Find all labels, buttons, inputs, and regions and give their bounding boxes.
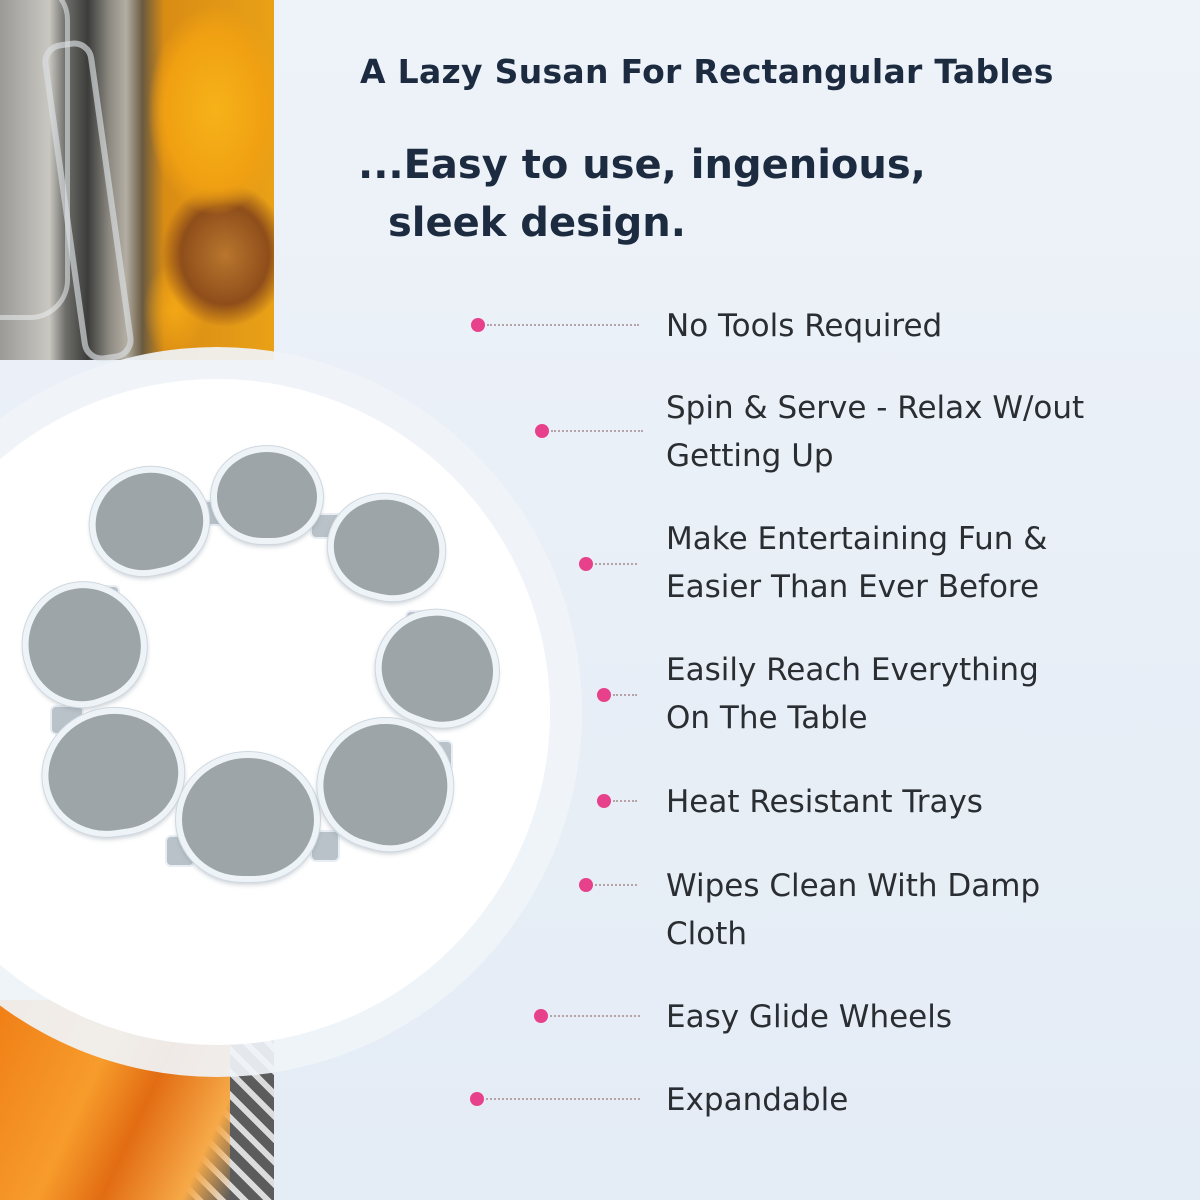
bullet-dot-icon — [534, 1009, 640, 1023]
subtitle-line-1: ...Easy to use, ingenious, — [358, 142, 926, 188]
feature-label: Wipes Clean With Damp Cloth — [666, 868, 1041, 952]
feature-label: Heat Resistant Trays — [666, 784, 983, 820]
page-subtitle: ...Easy to use, ingenious, sleek design. — [358, 136, 926, 252]
feature-label: Spin & Serve - Relax W/out Getting Up — [666, 390, 1085, 474]
page-title: A Lazy Susan For Rectangular Tables — [360, 52, 1054, 91]
pink-dot-icon — [470, 1092, 484, 1106]
feature-label: Expandable — [666, 1082, 849, 1118]
dotted-leader — [551, 430, 643, 432]
bullet-dot-icon — [597, 688, 637, 702]
feature-label: Easy Glide Wheels — [666, 999, 952, 1035]
dotted-leader — [613, 800, 637, 802]
feature-label: No Tools Required — [666, 308, 943, 344]
glass-cup — [0, 0, 70, 320]
bullet-dot-icon — [471, 318, 639, 332]
food-photo-top — [0, 0, 274, 365]
bullet-dot-icon — [579, 878, 637, 892]
dotted-leader — [550, 1015, 640, 1017]
feature-label: Easily Reach Everything On The Table — [666, 652, 1039, 736]
dotted-leader — [595, 884, 637, 886]
pink-dot-icon — [471, 318, 485, 332]
dotted-leader — [487, 324, 639, 326]
tray — [211, 446, 323, 544]
pink-dot-icon — [534, 1009, 548, 1023]
pink-dot-icon — [535, 424, 549, 438]
bullet-dot-icon — [535, 424, 643, 438]
dotted-leader — [613, 694, 637, 696]
food-photo-strip — [0, 0, 274, 1200]
dotted-leader — [595, 563, 637, 565]
bullet-dot-icon — [579, 557, 637, 571]
bullet-dot-icon — [597, 794, 637, 808]
tray — [176, 752, 320, 882]
pink-dot-icon — [597, 688, 611, 702]
pink-dot-icon — [597, 794, 611, 808]
pink-dot-icon — [579, 557, 593, 571]
bullet-dot-icon — [470, 1092, 640, 1106]
subtitle-line-2: sleek design. — [388, 200, 686, 246]
dotted-leader — [486, 1098, 640, 1100]
pink-dot-icon — [579, 878, 593, 892]
feature-label: Make Entertaining Fun & Easier Than Ever… — [666, 521, 1048, 605]
